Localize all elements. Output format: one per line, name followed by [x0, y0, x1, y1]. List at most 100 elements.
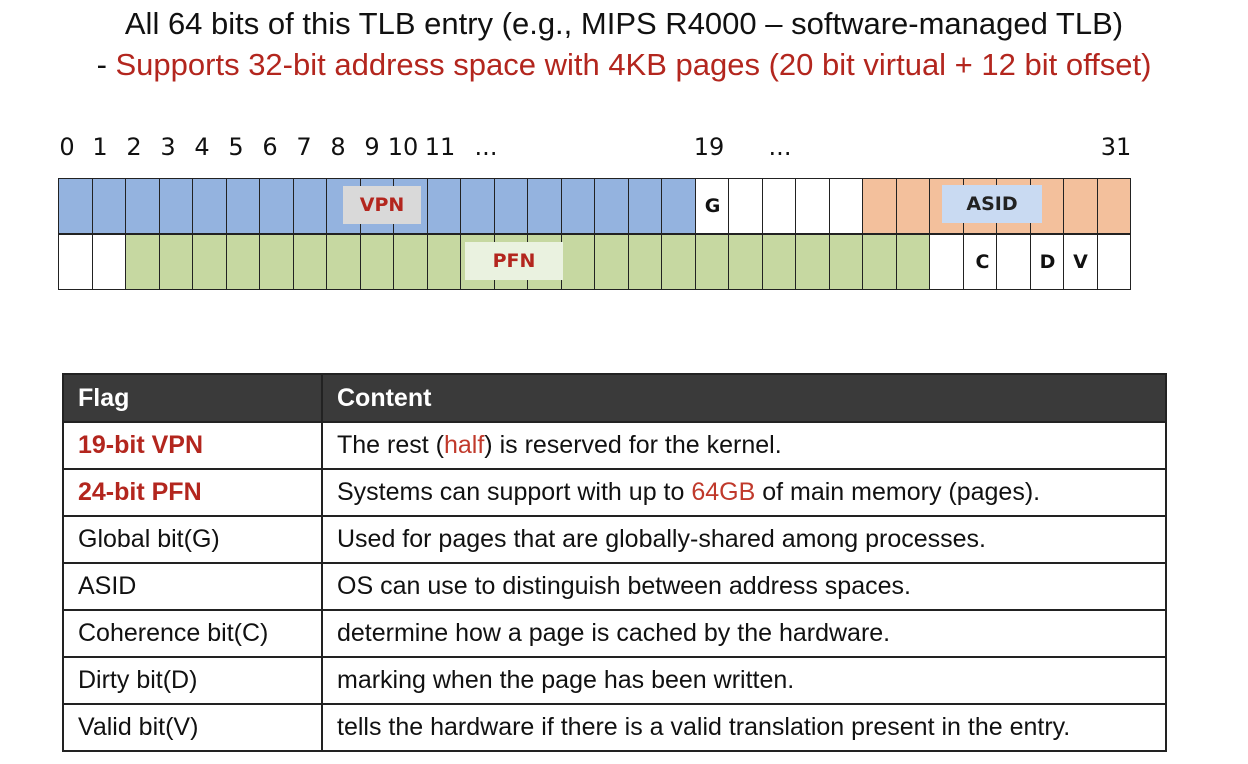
coherence-bit-label: C [975, 251, 990, 273]
tlb-row-1-bit [58, 178, 93, 234]
row-content: Systems can support with up to 64GB of m… [321, 468, 1167, 517]
row-flag: Valid bit(V) [62, 703, 323, 752]
tlb-row-1-bit [862, 178, 897, 234]
tlb-row-1-bit [828, 178, 863, 234]
bit-label: 3 [160, 133, 176, 161]
content-text: Systems can support with up to [337, 478, 692, 506]
title-line-2: - Supports 32-bit address space with 4KB… [0, 46, 1248, 84]
tlb-row-2-bit [292, 234, 327, 290]
tlb-row-2-bit [728, 234, 763, 290]
tlb-row-2-bit [359, 234, 394, 290]
header-flag: Flag [62, 373, 323, 423]
tlb-row-2-bit [862, 234, 897, 290]
tlb-row-2-bit [426, 234, 461, 290]
tlb-row-1-bit [560, 178, 595, 234]
tlb-row-2-bit [661, 234, 696, 290]
title-line-2-red: Supports 32-bit address space with 4KB p… [115, 47, 1152, 82]
table-row: Global bit(G) Used for pages that are gl… [62, 515, 1167, 564]
tlb-row-2-bit [393, 234, 428, 290]
pfn-field-label: PFN [465, 242, 563, 280]
tlb-row-1-bit [661, 178, 696, 234]
bit-label: 0 [59, 133, 75, 161]
bit-label: ... [474, 133, 498, 161]
vpn-field-label: VPN [343, 186, 421, 224]
table-row: Valid bit(V) tells the hardware if there… [62, 703, 1167, 752]
tlb-row-1-bit [627, 178, 662, 234]
tlb-row-1-bit [426, 178, 461, 234]
tlb-row-1-bit [694, 178, 729, 234]
content-text: The rest ( [337, 431, 444, 459]
row-content: Used for pages that are globally-shared … [321, 515, 1167, 564]
tlb-row-1-bit [292, 178, 327, 234]
tlb-row-2-bit [929, 234, 964, 290]
bit-label: 7 [296, 133, 312, 161]
title-line-2-prefix: - [96, 47, 116, 82]
tlb-row-2-bit [58, 234, 93, 290]
tlb-row-1-bit [1063, 178, 1098, 234]
tlb-row-2-bit [895, 234, 930, 290]
flag-table: Flag Content 19-bit VPN The rest (half) … [62, 373, 1167, 752]
bit-label: 6 [262, 133, 278, 161]
table-row: 24-bit PFN Systems can support with up t… [62, 468, 1167, 517]
title-line-1: All 64 bits of this TLB entry (e.g., MIP… [124, 6, 1124, 41]
row-content: tells the hardware if there is a valid t… [321, 703, 1167, 752]
valid-bit-label: V [1073, 251, 1088, 273]
tlb-row-2-bit [192, 234, 227, 290]
bit-label: 19 [693, 133, 725, 161]
tlb-row-2-bit [560, 234, 595, 290]
tlb-row-2-bit [259, 234, 294, 290]
bit-label: 8 [330, 133, 346, 161]
tlb-row-1-bit [192, 178, 227, 234]
table-row: 19-bit VPN The rest (half) is reserved f… [62, 421, 1167, 470]
tlb-row-2-bit [1029, 234, 1064, 290]
content-highlight: half [443, 431, 485, 459]
tlb-row-1-bit [895, 178, 930, 234]
row-flag: ASID [62, 562, 323, 611]
tlb-row-1-bit [460, 178, 495, 234]
tlb-row-1-bit [761, 178, 796, 234]
table-row: ASID OS can use to distinguish between a… [62, 562, 1167, 611]
table-header-row: Flag Content [62, 373, 1167, 423]
tlb-row-1-bit [225, 178, 260, 234]
bit-label: ... [768, 133, 792, 161]
header-content: Content [321, 373, 1167, 423]
row-flag: 19-bit VPN [62, 421, 323, 470]
row-flag: Coherence bit(C) [62, 609, 323, 658]
tlb-row-2-bit [828, 234, 863, 290]
tlb-row-2-bit [761, 234, 796, 290]
bit-label: 2 [126, 133, 142, 161]
tlb-row-2-bit [795, 234, 830, 290]
table-row: Coherence bit(C) determine how a page is… [62, 609, 1167, 658]
tlb-row-2-bit [125, 234, 160, 290]
row-flag: Dirty bit(D) [62, 656, 323, 705]
tlb-row-2-bit [594, 234, 629, 290]
row-flag: 24-bit PFN [62, 468, 323, 517]
tlb-row-1-bit [493, 178, 528, 234]
table-row: Dirty bit(D) marking when the page has b… [62, 656, 1167, 705]
tlb-row-1-bit [158, 178, 193, 234]
dirty-bit-label: D [1039, 251, 1056, 273]
bit-label: 4 [194, 133, 210, 161]
content-highlight: 64GB [691, 478, 756, 506]
tlb-row-1-bit [1096, 178, 1131, 234]
tlb-row-1-bit [125, 178, 160, 234]
tlb-row-2-bit [91, 234, 126, 290]
content-text: ) is reserved for the kernel. [484, 431, 782, 459]
bit-label: 5 [228, 133, 244, 161]
tlb-row-1-bit [594, 178, 629, 234]
row-flag: Global bit(G) [62, 515, 323, 564]
row-content: The rest (half) is reserved for the kern… [321, 421, 1167, 470]
tlb-row-2-bit [996, 234, 1031, 290]
tlb-row-1-bit [527, 178, 562, 234]
tlb-row-1-bit [728, 178, 763, 234]
row-content: marking when the page has been written. [321, 656, 1167, 705]
tlb-row-2-bit [225, 234, 260, 290]
tlb-row-1-bit [795, 178, 830, 234]
bit-label: 31 [1100, 133, 1132, 161]
bit-label: 11 [424, 133, 456, 161]
tlb-row-2-bit [627, 234, 662, 290]
row-content: OS can use to distinguish between addres… [321, 562, 1167, 611]
global-bit-label: G [704, 195, 721, 217]
tlb-row-2-bit [1096, 234, 1131, 290]
tlb-row-2-bit [694, 234, 729, 290]
